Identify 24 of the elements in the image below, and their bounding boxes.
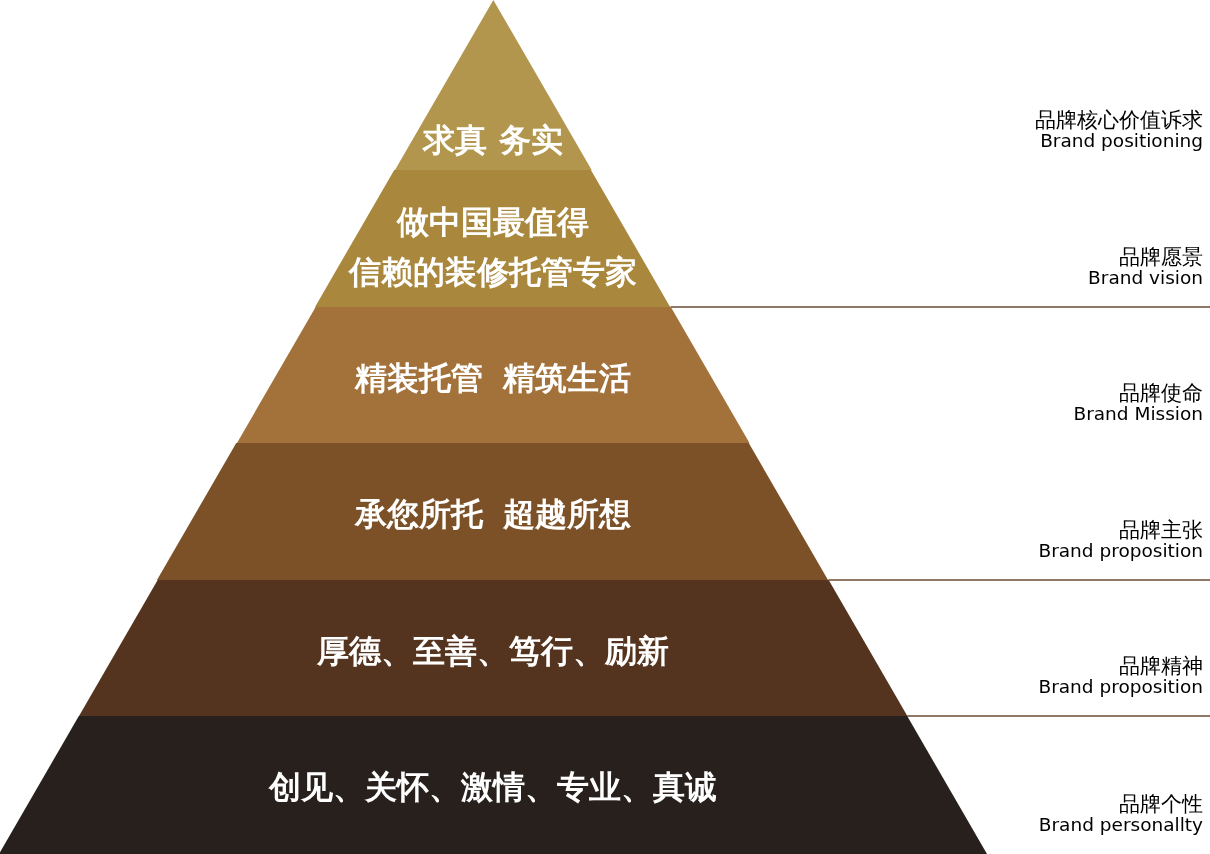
side-label: Brand proposition — [1038, 676, 1203, 698]
side-label: Brand Mission — [1073, 403, 1203, 425]
tier-label: 厚德、至善、笃行、励新 — [317, 631, 669, 671]
pyramid-tier — [315, 170, 671, 307]
tier-label: 精装托管 精筑生活 — [355, 358, 631, 398]
side-label: 品牌个性 — [1119, 792, 1203, 816]
side-label: 品牌核心价值诉求 — [1035, 108, 1203, 132]
side-label: Brand positioning — [1040, 130, 1203, 152]
side-label: Brand proposition — [1038, 540, 1203, 562]
tier-label: 承您所托 超越所想 — [355, 494, 631, 534]
pyramid-tier — [236, 307, 750, 443]
side-label: Brand vision — [1088, 267, 1203, 289]
pyramid-tier — [394, 0, 592, 170]
pyramid-tier — [0, 716, 987, 854]
side-label: 品牌使命 — [1119, 381, 1203, 405]
tier-label: 创见、关怀、激情、专业、真诚 — [269, 767, 717, 807]
side-label: 品牌精神 — [1119, 654, 1203, 678]
tier-label: 做中国最值得信赖的装修托管专家 — [347, 202, 638, 293]
tier-label: 求真 务实 — [423, 120, 563, 160]
side-label: 品牌主张 — [1119, 518, 1203, 542]
side-label: Brand personallty — [1038, 814, 1203, 836]
pyramid-tier — [157, 443, 829, 580]
side-label: 品牌愿景 — [1119, 245, 1203, 269]
pyramid-tier — [78, 580, 908, 716]
